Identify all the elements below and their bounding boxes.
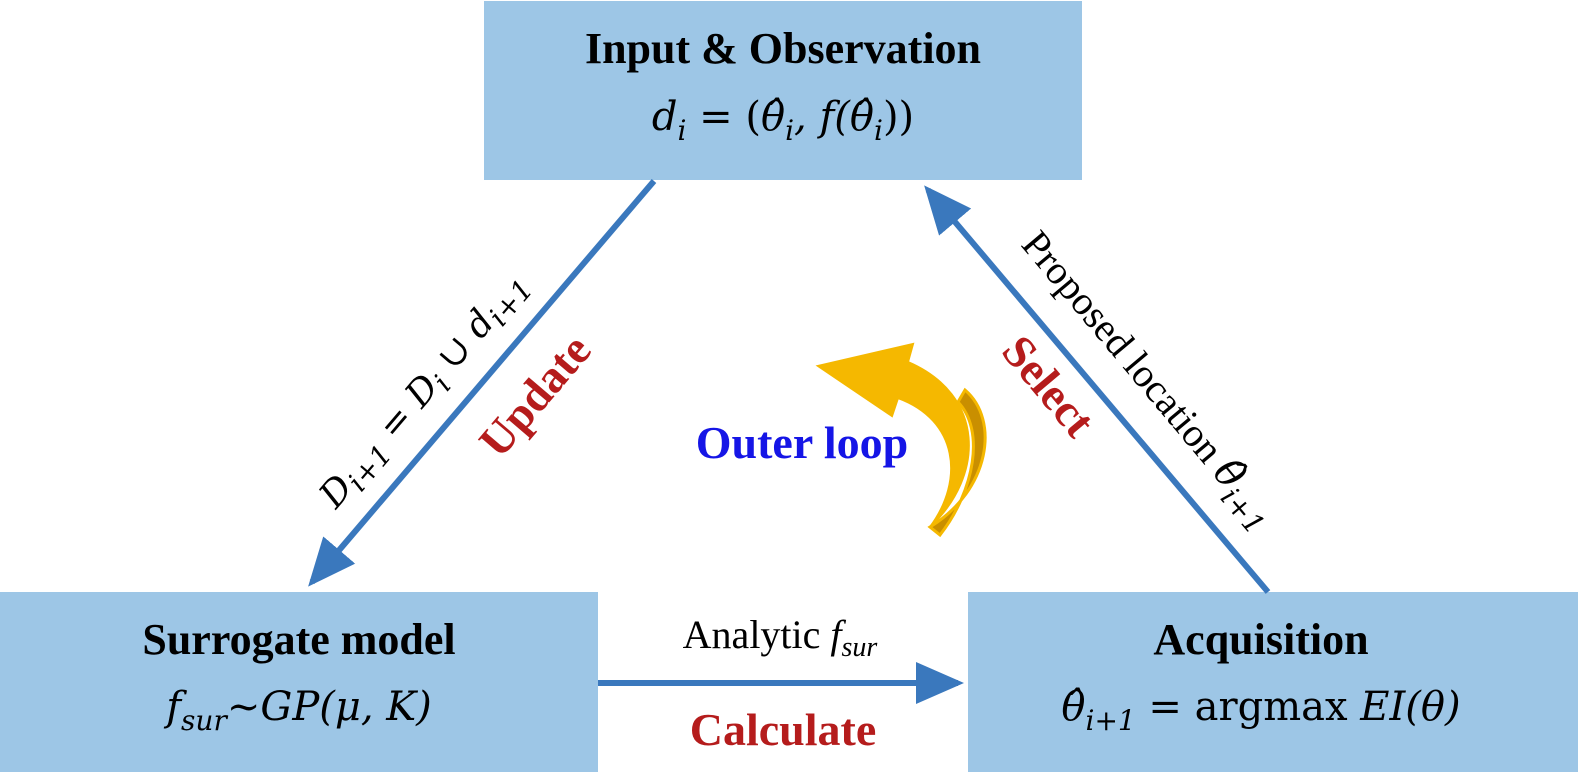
edge-select: Proposed location θ̂i+1 Select: [924, 185, 1271, 594]
node-input-observation: Input & Observation di = (θ̂i, f(θ̂i)): [484, 1, 1082, 180]
update-arrow: [308, 179, 657, 587]
loop-arrow-body: [815, 342, 970, 528]
node-surrogate-equation: fsur~GP(μ, K): [163, 684, 432, 737]
node-acquisition: Acquisition θ̂i+1 = argmax EI(θ): [968, 592, 1578, 772]
node-acquisition-box: [968, 592, 1578, 772]
node-input-title: Input & Observation: [585, 24, 981, 73]
node-input-equation: di = (θ̂i, f(θ̂i)): [652, 94, 914, 147]
update-verb: Update: [469, 325, 601, 467]
edge-calculate: Analytic fsur Calculate: [598, 612, 964, 755]
edge-update: Di+1 = Di ∪ di+1 Update: [308, 179, 657, 587]
node-surrogate-model: Surrogate model fsur~GP(μ, K): [0, 592, 598, 772]
node-acquisition-equation: θ̂i+1 = argmax EI(θ): [1061, 684, 1460, 737]
outer-loop-label: Outer loop: [696, 417, 909, 468]
select-verb: Select: [992, 326, 1105, 447]
loop-arrow-shade: [927, 387, 987, 538]
calculate-verb: Calculate: [690, 704, 877, 755]
node-surrogate-title: Surrogate model: [142, 615, 455, 664]
outer-loop-arrow-icon: [815, 342, 987, 538]
select-arrow: [924, 185, 1271, 594]
node-input-box: [484, 1, 1082, 180]
calculate-label: Analytic fsur: [683, 612, 878, 663]
node-surrogate-box: [0, 592, 598, 772]
node-acquisition-title: Acquisition: [1153, 615, 1368, 664]
